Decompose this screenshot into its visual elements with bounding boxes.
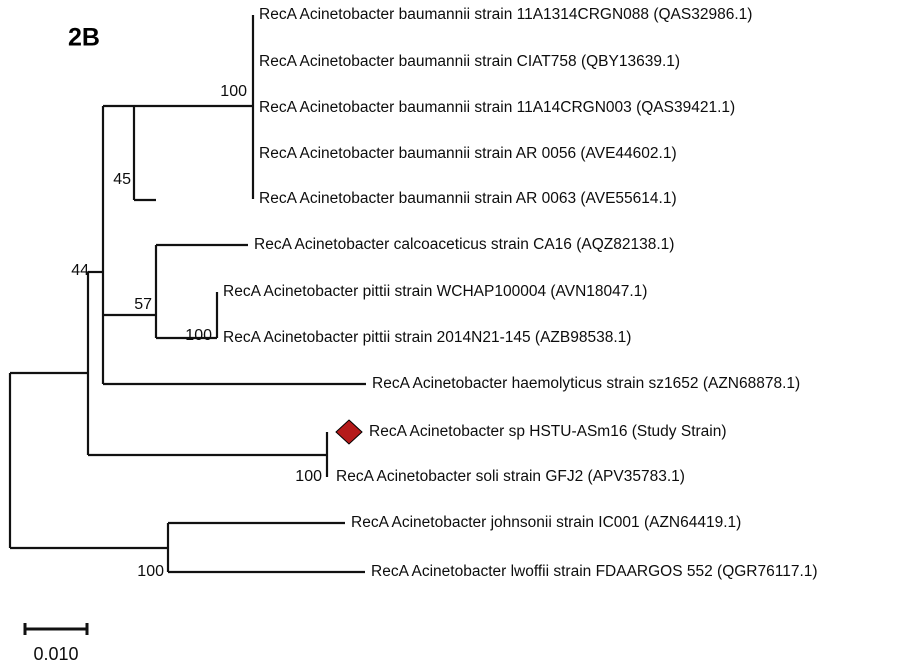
taxon-labels: RecA Acinetobacter baumannii strain 11A1…	[223, 6, 818, 580]
bootstrap-values: 100 45 44 57 100 100 100	[71, 83, 322, 580]
scale-bar-label: 0.010	[33, 644, 78, 664]
study-strain-diamond-icon	[335, 419, 363, 445]
bootstrap-baumannii: 100	[220, 83, 247, 100]
bootstrap-pittii: 100	[185, 327, 212, 344]
taxon-label-t8: RecA Acinetobacter pittii strain 2014N21…	[223, 329, 631, 346]
taxon-label-t2: RecA Acinetobacter baumannii strain CIAT…	[259, 53, 680, 70]
bootstrap-bottom-clade: 100	[137, 563, 164, 580]
taxon-label-t10: RecA Acinetobacter sp HSTU-ASm16 (Study …	[369, 423, 727, 440]
bootstrap-clade-45: 45	[113, 171, 131, 188]
taxon-label-t1: RecA Acinetobacter baumannii strain 11A1…	[259, 6, 752, 23]
taxon-label-t4: RecA Acinetobacter baumannii strain AR 0…	[259, 145, 677, 162]
bootstrap-study-clade: 100	[295, 468, 322, 485]
taxon-label-t13: RecA Acinetobacter lwoffii strain FDAARG…	[371, 563, 818, 580]
bootstrap-clade-44: 44	[71, 262, 89, 279]
taxon-label-t7: RecA Acinetobacter pittii strain WCHAP10…	[223, 283, 647, 300]
taxon-label-t12: RecA Acinetobacter johnsonii strain IC00…	[351, 514, 741, 531]
tree-branches	[8, 15, 366, 574]
panel-label: 2B	[68, 24, 100, 52]
scale-bar: 0.010	[23, 623, 89, 664]
taxon-label-t9: RecA Acinetobacter haemolyticus strain s…	[372, 375, 800, 392]
taxon-label-t3: RecA Acinetobacter baumannii strain 11A1…	[259, 99, 735, 116]
taxon-label-t11: RecA Acinetobacter soli strain GFJ2 (APV…	[336, 468, 685, 485]
taxon-label-t6: RecA Acinetobacter calcoaceticus strain …	[254, 236, 674, 253]
bootstrap-clade-57: 57	[134, 296, 152, 313]
taxon-label-t5: RecA Acinetobacter baumannii strain AR 0…	[259, 190, 677, 207]
